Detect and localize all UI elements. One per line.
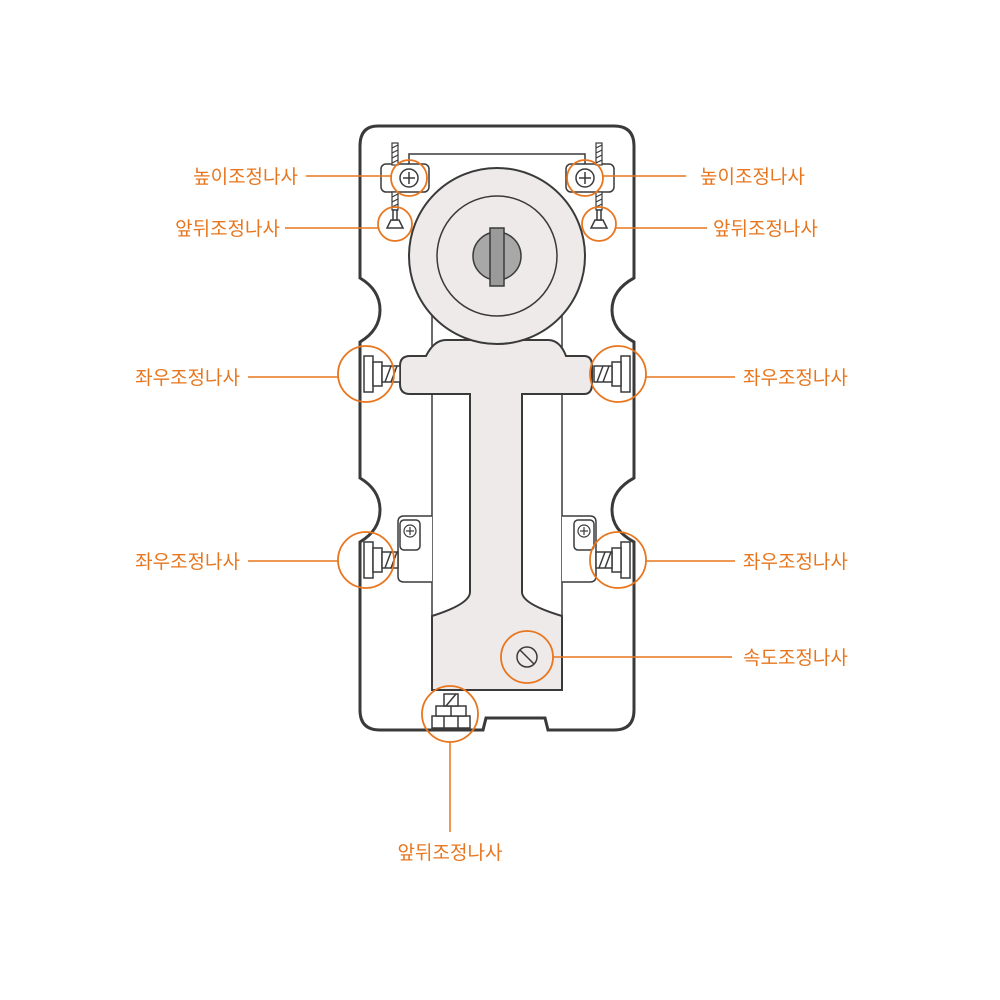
label-height-left: 높이조정나사 (193, 166, 298, 188)
label-front-back-bottom: 앞뒤조정나사 (398, 842, 503, 864)
height-screw-left (399, 168, 419, 188)
highlight-lr-upper-right (589, 345, 647, 403)
label-lr-upper-right: 좌우조정나사 (743, 367, 848, 389)
highlight-lr-lower-left (337, 531, 395, 589)
height-screw-right (575, 168, 595, 188)
highlight-circles (337, 159, 647, 743)
left-right-screw-upper-left (363, 355, 401, 393)
front-back-screw-bottom (431, 693, 471, 729)
highlight-height-left (390, 159, 428, 197)
left-right-screw-upper-right (593, 355, 631, 393)
label-front-back-left: 앞뒤조정나사 (175, 218, 280, 240)
speed-screw (516, 646, 538, 668)
highlight-lr-lower-right (589, 531, 647, 589)
bracket-screw-right (573, 519, 595, 551)
label-front-back-right: 앞뒤조정나사 (713, 218, 818, 240)
highlight-front-back-right (581, 206, 617, 242)
label-lr-lower-left: 좌우조정나사 (135, 551, 240, 573)
label-lr-lower-right: 좌우조정나사 (743, 551, 848, 573)
label-height-right: 높이조정나사 (700, 166, 805, 188)
left-right-screw-lower-right (595, 541, 631, 579)
threaded-rod-right (595, 142, 603, 211)
highlight-height-right (566, 159, 604, 197)
leader-lines (248, 175, 735, 832)
highlight-front-back-left (377, 206, 413, 242)
label-lr-upper-left: 좌우조정나사 (135, 367, 240, 389)
bracket-screw-left (399, 519, 421, 551)
front-back-screw-top-right (589, 209, 609, 229)
spindle-key (489, 227, 505, 287)
label-speed: 속도조정나사 (743, 647, 848, 669)
threaded-rod-left (391, 142, 399, 211)
highlight-lr-upper-left (337, 345, 395, 403)
front-back-screw-top-left (385, 209, 405, 229)
